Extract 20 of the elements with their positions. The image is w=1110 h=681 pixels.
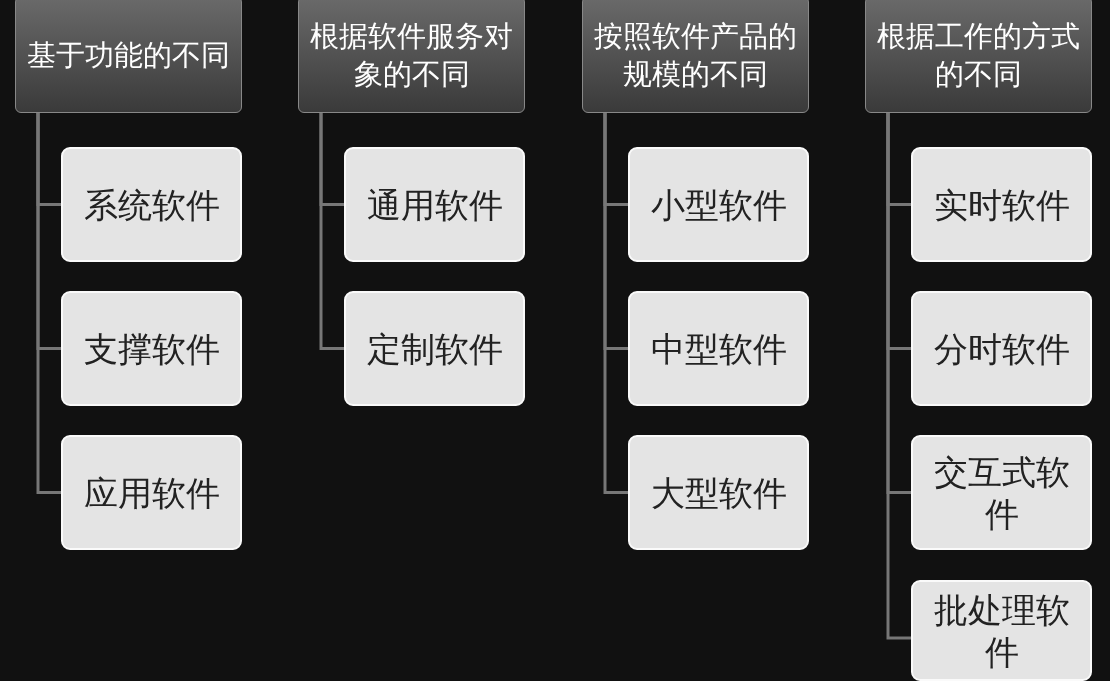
item-box: 通用软件 — [344, 147, 525, 262]
category-box: 按照软件产品的规模的不同 — [582, 0, 809, 113]
connector-line — [603, 113, 628, 494]
category-box: 基于功能的不同 — [15, 0, 242, 113]
item-box: 支撑软件 — [61, 291, 242, 406]
category-box: 根据软件服务对象的不同 — [298, 0, 525, 113]
item-box: 定制软件 — [344, 291, 525, 406]
item-box: 中型软件 — [628, 291, 809, 406]
item-box: 批处理软件 — [911, 580, 1092, 681]
connector-line — [36, 113, 61, 494]
item-box: 应用软件 — [61, 435, 242, 550]
category-box: 根据工作的方式的不同 — [865, 0, 1092, 113]
item-box: 小型软件 — [628, 147, 809, 262]
item-box: 系统软件 — [61, 147, 242, 262]
connector-line — [319, 113, 344, 350]
item-box: 大型软件 — [628, 435, 809, 550]
item-box: 实时软件 — [911, 147, 1092, 262]
item-box: 分时软件 — [911, 291, 1092, 406]
item-box: 交互式软件 — [911, 435, 1092, 550]
connector-line — [886, 113, 911, 640]
